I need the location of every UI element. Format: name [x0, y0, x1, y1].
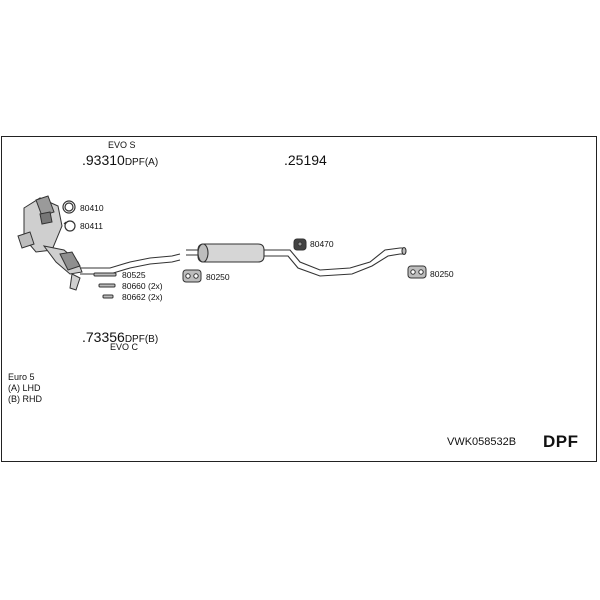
main-part-number[interactable]: .25194: [284, 152, 327, 168]
diagram-frame: [1, 136, 597, 462]
legend-norm: Euro 5: [8, 372, 35, 382]
legend: Euro 5 (A) LHD (B) RHD: [8, 372, 42, 405]
bolt-80660[interactable]: [98, 283, 116, 288]
bolt-80662[interactable]: [102, 294, 114, 299]
mount-80470[interactable]: [293, 238, 307, 251]
top-variant: EVO S: [108, 140, 136, 150]
hanger-80250-left[interactable]: [182, 269, 202, 283]
label-hanger-right: 80250: [430, 269, 454, 279]
middle-silencer-assembly[interactable]: [186, 243, 407, 277]
top-part-suffix: DPF(A): [124, 157, 159, 168]
legend-a: (A) LHD: [8, 383, 41, 393]
top-part-number[interactable]: .93310DPF(A): [82, 153, 158, 168]
bottom-variant: EVO C: [110, 342, 139, 352]
label-bolt-b: 80660 (2x): [122, 281, 163, 291]
label-rubber-mount: 80470: [310, 239, 334, 249]
label-bolt-a: 80525: [122, 270, 146, 280]
dpf-unit[interactable]: [17, 195, 83, 291]
bottom-part-number-value: .73356: [82, 329, 125, 345]
label-clamp-top: 80410: [80, 203, 104, 213]
legend-b: (B) RHD: [8, 394, 42, 404]
clamp-80410[interactable]: [62, 200, 76, 214]
label-bolt-c: 80662 (2x): [122, 292, 163, 302]
label-hanger-left: 80250: [206, 272, 230, 282]
hanger-80250-right[interactable]: [407, 265, 427, 279]
label-clamp-mid: 80411: [80, 221, 104, 231]
kit-code: VWK058532B: [447, 436, 517, 448]
bolt-80525[interactable]: [93, 272, 117, 277]
kit-type: DPF: [543, 432, 579, 451]
top-part-number-value: .93310: [82, 152, 125, 168]
clamp-80411[interactable]: [63, 220, 76, 232]
bottom-part-suffix: DPF(B): [124, 334, 159, 345]
bottom-part-number[interactable]: .73356DPF(B): [82, 330, 158, 345]
